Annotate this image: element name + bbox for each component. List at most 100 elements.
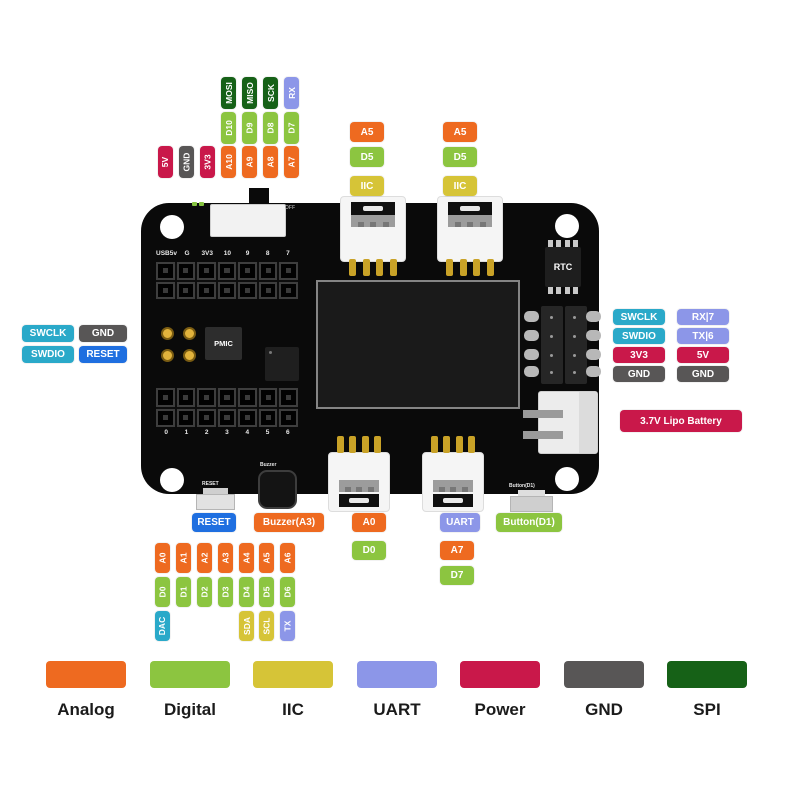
pmic-label: PMIC <box>214 339 233 348</box>
pin-label-d0: D0 <box>352 541 386 560</box>
pin-label-iic: IIC <box>350 176 384 196</box>
pin-label-d10: D10 <box>221 112 236 144</box>
pin-label-a2: A2 <box>197 543 212 573</box>
pin-label-miso: MISO <box>242 77 257 109</box>
pin-label-d3: D3 <box>218 577 233 607</box>
pin-label-a5: A5 <box>259 543 274 573</box>
legend-swatch-analog <box>46 661 126 688</box>
pin-label-5v: 5V <box>158 146 173 178</box>
pin-label-a5: A5 <box>443 122 477 142</box>
pin-label-gnd: GND <box>677 366 729 382</box>
pin-label-rx: RX <box>284 77 299 109</box>
legend-swatch-spi <box>667 661 747 688</box>
grove-connector-bottom-left <box>328 436 390 512</box>
pin-label-d0: D0 <box>155 577 170 607</box>
pin-label-a7: A7 <box>440 541 474 560</box>
pin-label-uart: UART <box>440 513 480 532</box>
legend-label-analog: Analog <box>57 700 115 719</box>
pin-label-5v: 5V <box>677 347 729 363</box>
mounting-hole-bottom-left <box>160 468 184 492</box>
mcu-chip <box>265 347 299 381</box>
usb-connector-tab <box>249 188 269 204</box>
pin-label-mosi: MOSI <box>221 77 236 109</box>
battery-pin <box>523 431 563 439</box>
pin-label-3v3: 3V3 <box>200 146 215 178</box>
pin-label-a7: A7 <box>284 146 299 178</box>
usb-switch-silk: OFF <box>285 205 295 211</box>
grove-connector-bottom-right <box>422 436 484 512</box>
pin-label-swdio: SWDIO <box>22 346 74 363</box>
pin-label-iic: IIC <box>443 176 477 196</box>
top-pin-header <box>156 262 298 299</box>
legend-swatch-digital <box>150 661 230 688</box>
legend-swatch-iic <box>253 661 333 688</box>
pin-label-gnd: GND <box>79 325 127 342</box>
gold-pad <box>161 327 174 340</box>
pin-label-a9: A9 <box>242 146 257 178</box>
rtc-label: RTC <box>553 262 573 272</box>
pin-label-sck: SCK <box>263 77 278 109</box>
pin-label-scl: SCL <box>259 611 274 641</box>
pin-label-d5: D5 <box>443 147 477 167</box>
pin-label-d6: D6 <box>280 577 295 607</box>
bottom-pin-header <box>156 388 298 427</box>
pin-label-d4: D4 <box>239 577 254 607</box>
legend-label-iic: IIC <box>282 700 304 719</box>
mounting-hole-top-left <box>160 215 184 239</box>
mounting-hole-top-right <box>555 214 579 238</box>
buzzer <box>258 470 297 509</box>
gold-pad <box>161 349 174 362</box>
pin-label-reset: RESET <box>192 513 236 532</box>
pin-label-tx: TX <box>280 611 295 641</box>
legend-label-digital: Digital <box>164 700 216 719</box>
legend-label-power: Power <box>474 700 526 719</box>
pin-label-d7: D7 <box>284 112 299 144</box>
pin-label-d7: D7 <box>440 566 474 585</box>
pin-label-a5: A5 <box>350 122 384 142</box>
pin-label-a8: A8 <box>263 146 278 178</box>
pin-label-reset: RESET <box>79 346 127 363</box>
reset-button-silk: RESET <box>202 481 219 487</box>
pin-label-d8: D8 <box>263 112 278 144</box>
rtc-legs-bottom <box>548 287 578 294</box>
grove-connector-top-left <box>340 196 406 276</box>
pin-label-button-d1-: Button(D1) <box>496 513 562 532</box>
pin-label-d5: D5 <box>259 577 274 607</box>
pin-label-d1: D1 <box>176 577 191 607</box>
reset-button <box>196 494 235 510</box>
gold-pad <box>183 349 196 362</box>
pin-label-d2: D2 <box>197 577 212 607</box>
legend-swatch-gnd <box>564 661 644 688</box>
legend-swatch-power <box>460 661 540 688</box>
rtc-chip: RTC <box>545 247 581 287</box>
pin-label-a10: A10 <box>221 146 236 178</box>
pin-label-a0: A0 <box>352 513 386 532</box>
pin-label-swclk: SWCLK <box>22 325 74 342</box>
pin-label-a6: A6 <box>280 543 295 573</box>
user-button-cap <box>518 490 545 497</box>
pin-label-rx-7: RX|7 <box>677 309 729 325</box>
pin-label-buzzer-a3-: Buzzer(A3) <box>254 513 324 532</box>
display-screen <box>316 280 520 409</box>
buzzer-silk: Buzzer <box>260 462 277 468</box>
usb-connector <box>210 204 286 237</box>
rtc-legs-top <box>548 240 578 247</box>
pin-label-tx-6: TX|6 <box>677 328 729 344</box>
pin-label-gnd: GND <box>613 366 665 382</box>
pin-label-gnd: GND <box>179 146 194 178</box>
pin-label-3v3: 3V3 <box>613 347 665 363</box>
legend-label-spi: SPI <box>693 700 721 719</box>
gold-pad <box>183 327 196 340</box>
pin-label-dac: DAC <box>155 611 170 641</box>
pin-label-d5: D5 <box>350 147 384 167</box>
pin-label-3-7v-lipo-battery: 3.7V Lipo Battery <box>620 410 742 432</box>
legend-label-gnd: GND <box>585 700 623 719</box>
battery-connector <box>538 391 598 454</box>
pmic-chip: PMIC <box>205 327 242 360</box>
pin-label-sda: SDA <box>239 611 254 641</box>
user-button <box>510 496 553 512</box>
mounting-hole-bottom-right <box>555 467 579 491</box>
